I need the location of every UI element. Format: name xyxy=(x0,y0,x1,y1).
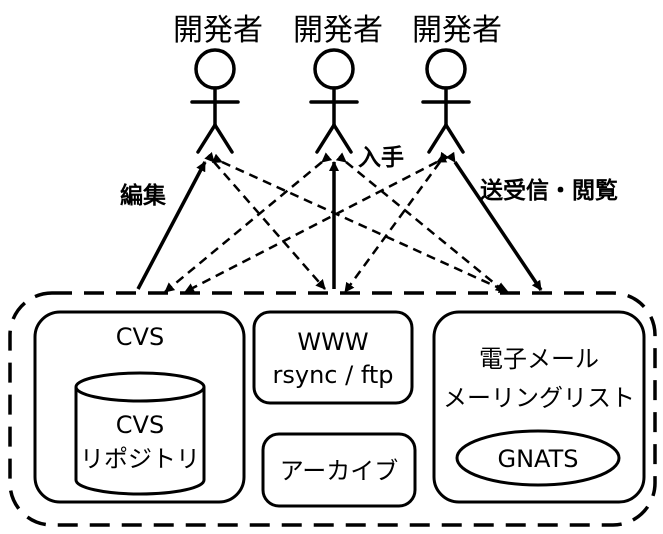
edit-label: 編集 xyxy=(120,182,167,209)
dashed-arrow xyxy=(204,151,326,290)
www-label: WWW xyxy=(297,328,368,356)
dashed-arrow xyxy=(164,152,333,293)
rsync-ftp-label: rsync / ftp xyxy=(273,361,394,389)
dashed-arrow xyxy=(343,151,450,293)
cvs-title: CVS xyxy=(116,323,164,351)
developer-figure-1 xyxy=(190,48,240,154)
developer-figure-2 xyxy=(309,48,359,154)
www-box xyxy=(252,310,414,405)
email-label: 電子メール xyxy=(479,345,599,373)
dashed-arrow xyxy=(211,153,509,294)
repository-label-line2: リポジトリ xyxy=(80,445,200,473)
repository-cylinder-icon xyxy=(74,371,206,496)
dashed-arrow xyxy=(184,153,448,294)
archive-label: アーカイブ xyxy=(280,457,399,485)
archive-box xyxy=(261,432,417,508)
repository-label-line1: CVS xyxy=(116,411,164,439)
system-boundary xyxy=(8,291,657,527)
send-receive-browse-label: 送受信・閲覧 xyxy=(480,177,618,204)
gnats-ellipse xyxy=(455,429,621,487)
edit-arrow xyxy=(136,161,207,290)
gnats-label: GNATS xyxy=(498,445,579,473)
mailing-list-label: メーリングリスト xyxy=(443,384,635,412)
obtain-label: 入手 xyxy=(358,145,404,171)
developer-label-1: 開発者 xyxy=(173,13,263,48)
developer-figure-3 xyxy=(421,48,471,154)
developer-label-3: 開発者 xyxy=(412,13,502,48)
developer-label-2: 開発者 xyxy=(293,13,383,48)
